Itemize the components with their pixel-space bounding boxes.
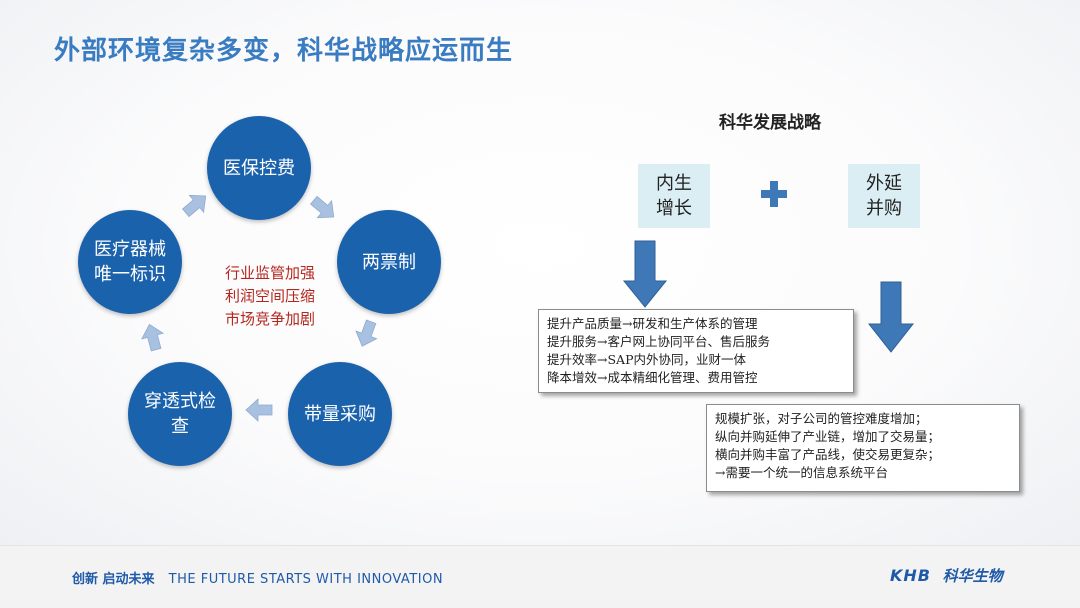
organic-growth-box: 内生增长 <box>638 164 710 228</box>
cycle-node-label: 两票制 <box>362 251 416 273</box>
center-line: 利润空间压缩 <box>224 287 315 305</box>
detail-line: 提升效率→SAP内外协同，业财一体 <box>547 352 746 367</box>
cycle-node-volume-procurement: 带量采购 <box>288 362 392 466</box>
box-label: 内生增长 <box>656 173 692 219</box>
detail-line: →需要一个统一的信息系统平台 <box>715 465 888 480</box>
cycle-node-medical-insurance-cost-control: 医保控费 <box>207 116 311 220</box>
detail-line: 提升产品质量→研发和生产体系的管理 <box>547 316 758 331</box>
slogan-chinese: 创新 启动未来 <box>72 572 155 587</box>
organic-growth-details: 提升产品质量→研发和生产体系的管理 提升服务→客户网上协同平台、售后服务 提升效… <box>538 309 854 393</box>
cycle-node-label: 穿透式检查 <box>144 391 216 437</box>
cycle-node-penetrating-inspection: 穿透式检查 <box>128 362 232 466</box>
center-line: 市场竞争加剧 <box>224 310 315 328</box>
center-line: 行业监管加强 <box>224 264 315 282</box>
cycle-node-label: 医保控费 <box>223 157 295 179</box>
slogan-english: THE FUTURE STARTS WITH INNOVATION <box>168 572 444 587</box>
arrow-down-icon <box>622 240 668 308</box>
detail-line: 横向并购丰富了产品线，使交易更复杂； <box>715 447 941 462</box>
footer-slogan: 创新 启动未来 THE FUTURE STARTS WITH INNOVATIO… <box>72 568 443 587</box>
logo-company-name: 科华生物 <box>942 567 1003 585</box>
cycle-center-text: 行业监管加强 利润空间压缩 市场竞争加剧 <box>200 262 340 331</box>
box-label: 外延并购 <box>866 173 902 219</box>
cycle-node-two-invoice: 两票制 <box>337 210 441 314</box>
acquisition-details: 规模扩张，对子公司的管控难度增加； 纵向并购延伸了产业链，增加了交易量； 横向并… <box>706 404 1020 492</box>
strategy-title: 科华发展战略 <box>719 113 821 133</box>
slide-footer: 创新 启动未来 THE FUTURE STARTS WITH INNOVATIO… <box>0 545 1080 608</box>
cycle-arrow-icon <box>141 194 378 422</box>
cycle-node-label: 带量采购 <box>304 403 376 425</box>
external-acquisition-box: 外延并购 <box>848 164 920 228</box>
arrow-down-icon <box>867 281 915 353</box>
cycle-node-label: 医疗器械唯一标识 <box>94 239 166 285</box>
detail-line: 降本增效→成本精细化管理、费用管控 <box>547 370 758 385</box>
detail-line: 提升服务→客户网上协同平台、售后服务 <box>547 334 770 349</box>
company-logo: KHB 科华生物 <box>890 565 1003 586</box>
plus-icon <box>761 181 787 207</box>
logo-mark: KHB <box>890 566 931 585</box>
slide-title: 外部环境复杂多变，科华战略应运而生 <box>54 36 514 66</box>
detail-line: 规模扩张，对子公司的管控难度增加； <box>715 411 928 426</box>
detail-line: 纵向并购延伸了产业链，增加了交易量； <box>715 429 941 444</box>
cycle-node-device-udi: 医疗器械唯一标识 <box>78 210 182 314</box>
